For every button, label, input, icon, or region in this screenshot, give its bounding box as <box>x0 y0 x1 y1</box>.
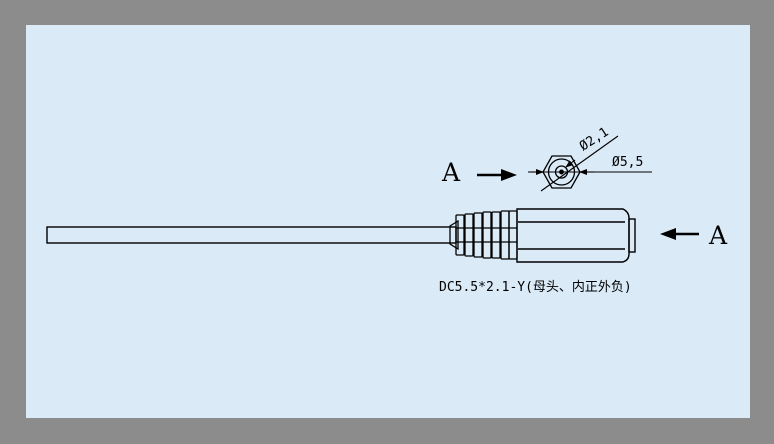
drawing-paper <box>26 25 750 418</box>
connector-body <box>516 208 636 263</box>
view-arrow-left <box>477 169 517 181</box>
view-arrow-right <box>660 228 699 240</box>
view-label-left: A <box>441 158 461 187</box>
dim-outer-label: Ø5,5 <box>612 155 643 170</box>
view-label-right: A <box>708 221 728 250</box>
dimension-inner <box>540 135 619 192</box>
part-caption: DC5.5*2.1-Y(母头、内正外负) <box>439 279 632 295</box>
strain-relief <box>449 210 518 260</box>
